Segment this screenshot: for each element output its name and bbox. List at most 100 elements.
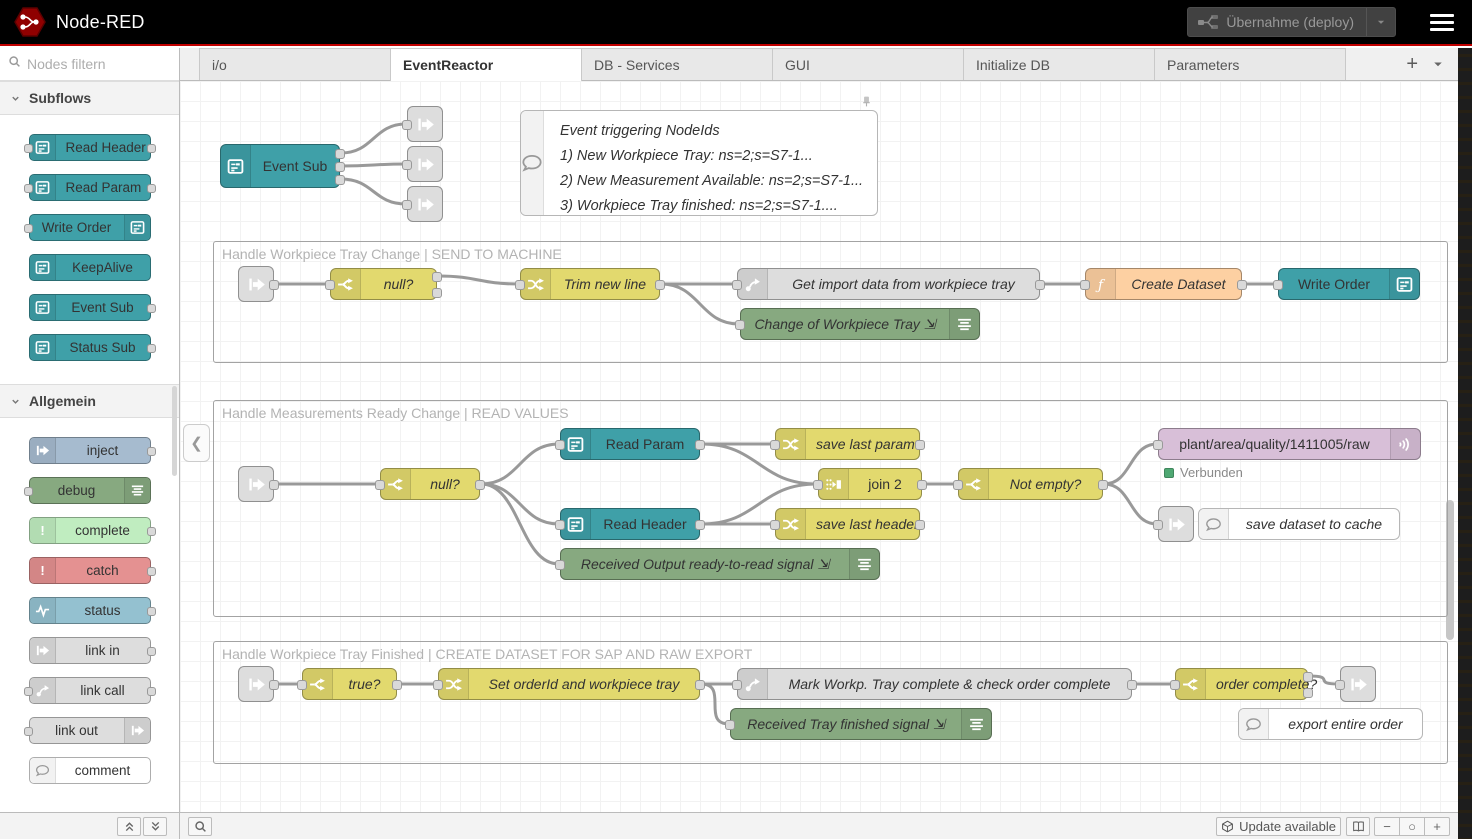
palette-node-catch[interactable]: !catch — [29, 557, 151, 584]
output-port[interactable] — [915, 520, 925, 530]
node-li-g2[interactable] — [238, 466, 274, 502]
output-port[interactable] — [695, 680, 705, 690]
output-port[interactable] — [917, 480, 927, 490]
palette-node-read-param[interactable]: Read Param — [29, 174, 151, 201]
node-ch-trim[interactable]: Trim new line — [520, 268, 660, 300]
palette-node-link-out[interactable]: link out — [29, 717, 151, 744]
node-lo-top3[interactable] — [407, 186, 443, 222]
output-port[interactable] — [1035, 280, 1045, 290]
collapse-all-button[interactable] — [117, 817, 141, 836]
node-li-g1[interactable] — [238, 266, 274, 302]
node-cm-export[interactable]: export entire order — [1238, 708, 1423, 740]
node-lo-g3[interactable] — [1340, 666, 1376, 702]
palette-node-debug[interactable]: debug — [29, 477, 151, 504]
node-cm-cache[interactable]: save dataset to cache — [1198, 508, 1400, 540]
input-port[interactable] — [433, 680, 443, 690]
palette-node-read-header[interactable]: Read Header — [29, 134, 151, 161]
output-port[interactable] — [1303, 688, 1313, 698]
node-event-sub[interactable]: Event Sub — [220, 144, 340, 188]
tab-parameters[interactable]: Parameters — [1154, 48, 1346, 80]
node-lo-top1[interactable] — [407, 106, 443, 142]
node-dbg-tray[interactable]: Received Tray finished signal ⇲ — [730, 708, 992, 740]
tab-i/o[interactable]: i/o — [199, 48, 391, 80]
palette-node-keepalive[interactable]: KeepAlive — [29, 254, 151, 281]
output-port[interactable] — [695, 520, 705, 530]
expand-all-button[interactable] — [143, 817, 167, 836]
palette-node-comment[interactable]: comment — [29, 757, 151, 784]
input-port[interactable] — [770, 520, 780, 530]
input-port[interactable] — [402, 160, 412, 170]
input-port[interactable] — [1170, 680, 1180, 690]
input-port[interactable] — [555, 560, 565, 570]
input-port[interactable] — [402, 200, 412, 210]
zoom-in-button[interactable]: + — [1424, 817, 1450, 836]
palette-node-status[interactable]: status — [29, 597, 151, 624]
palette-node-link-call[interactable]: link call — [29, 677, 151, 704]
input-port[interactable] — [813, 480, 823, 490]
node-ch-slp[interactable]: save last param — [775, 428, 920, 460]
palette-category-allgemein[interactable]: Allgemein — [0, 384, 179, 418]
output-port[interactable] — [269, 280, 279, 290]
palette-category-subflows[interactable]: Subflows — [0, 81, 179, 115]
canvas-search-button[interactable] — [188, 817, 212, 836]
node-lc-get[interactable]: Get import data from workpiece tray — [737, 268, 1040, 300]
input-port[interactable] — [735, 320, 745, 330]
deploy-button[interactable]: Übernahme (deploy) — [1187, 7, 1396, 37]
palette-node-status-sub[interactable]: Status Sub — [29, 334, 151, 361]
node-jn-join[interactable]: join 2 — [818, 468, 922, 500]
input-port[interactable] — [725, 720, 735, 730]
tab-gui[interactable]: GUI — [772, 48, 964, 80]
node-sw-order[interactable]: order complete? — [1175, 668, 1308, 700]
input-port[interactable] — [732, 680, 742, 690]
add-flow-button[interactable]: + — [1406, 53, 1418, 76]
input-port[interactable] — [402, 120, 412, 130]
input-port[interactable] — [555, 520, 565, 530]
node-mqtt-out[interactable]: plant/area/quality/1411005/raw — [1158, 428, 1421, 460]
input-port[interactable] — [555, 440, 565, 450]
node-dbg-change[interactable]: Change of Workpiece Tray ⇲ — [740, 308, 980, 340]
output-port[interactable] — [915, 440, 925, 450]
output-port[interactable] — [1237, 280, 1247, 290]
palette-node-link-in[interactable]: link in — [29, 637, 151, 664]
update-available-button[interactable]: Update available — [1216, 817, 1341, 836]
tab-eventreactor[interactable]: EventReactor — [390, 48, 582, 81]
input-port[interactable] — [1080, 280, 1090, 290]
node-dbg-recv[interactable]: Received Output ready-to-read signal ⇲ — [560, 548, 880, 580]
input-port[interactable] — [953, 480, 963, 490]
node-sw-true[interactable]: true? — [302, 668, 397, 700]
palette-scrollbar[interactable] — [172, 386, 177, 476]
node-sf-rparam[interactable]: Read Param — [560, 428, 700, 460]
node-lo-top2[interactable] — [407, 146, 443, 182]
tab-initialize-db[interactable]: Initialize DB — [963, 48, 1155, 80]
output-port[interactable] — [392, 680, 402, 690]
input-port[interactable] — [732, 280, 742, 290]
output-port[interactable] — [1303, 672, 1313, 682]
palette-node-event-sub[interactable]: Event Sub — [29, 294, 151, 321]
output-port[interactable] — [335, 175, 345, 185]
input-port[interactable] — [297, 680, 307, 690]
output-port[interactable] — [335, 162, 345, 172]
hamburger-menu-button[interactable] — [1422, 14, 1462, 31]
output-port[interactable] — [655, 280, 665, 290]
navigator-button[interactable] — [1346, 817, 1370, 836]
palette-node-complete[interactable]: !complete — [29, 517, 151, 544]
output-port[interactable] — [269, 680, 279, 690]
comment-node-event-triggering[interactable]: Event triggering NodeIds1) New Workpiece… — [520, 110, 878, 216]
input-port[interactable] — [515, 280, 525, 290]
input-port[interactable] — [325, 280, 335, 290]
node-ch-set[interactable]: Set orderId and workpiece tray — [438, 668, 700, 700]
node-sw-notempty[interactable]: Not empty? — [958, 468, 1103, 500]
flow-list-caret-button[interactable] — [1432, 58, 1444, 70]
flow-canvas[interactable]: Handle Workpiece Tray Change | SEND TO M… — [180, 81, 1458, 812]
node-fn-create[interactable]: ƒCreate Dataset — [1085, 268, 1242, 300]
zoom-out-button[interactable]: − — [1374, 817, 1400, 836]
palette-node-write-order[interactable]: Write Order — [29, 214, 151, 241]
output-port[interactable] — [335, 149, 345, 159]
node-sf-rheader[interactable]: Read Header — [560, 508, 700, 540]
node-lo-g2[interactable] — [1158, 506, 1194, 542]
output-port[interactable] — [1098, 480, 1108, 490]
input-port[interactable] — [770, 440, 780, 450]
zoom-reset-button[interactable]: ○ — [1399, 817, 1425, 836]
output-port[interactable] — [695, 440, 705, 450]
input-port[interactable] — [375, 480, 385, 490]
